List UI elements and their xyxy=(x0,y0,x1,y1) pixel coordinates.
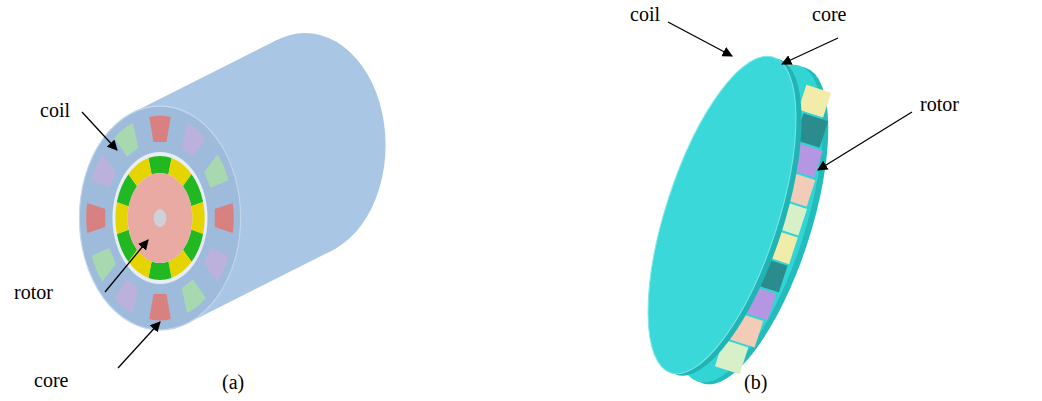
part-label: core xyxy=(812,4,846,24)
part-label: rotor xyxy=(920,94,959,114)
leader-lines xyxy=(82,22,912,368)
part-label: rotor xyxy=(14,282,53,302)
panel-label: (b) xyxy=(744,372,767,392)
part-label: coil xyxy=(40,100,70,120)
part-label: coil xyxy=(630,4,660,24)
panel-label: (a) xyxy=(222,372,244,392)
axial-motor xyxy=(617,40,858,401)
part-label: core xyxy=(34,370,68,390)
radial-motor xyxy=(79,33,385,330)
